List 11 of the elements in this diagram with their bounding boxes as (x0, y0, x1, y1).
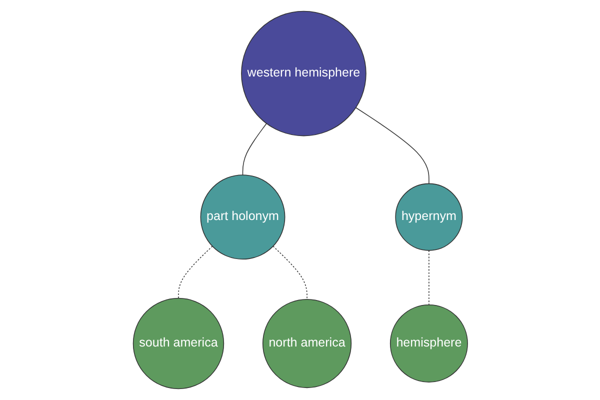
connector (355, 107, 429, 184)
node-circle: hypernym (394, 183, 462, 251)
connector (272, 246, 307, 300)
node-circle: north america (262, 298, 352, 388)
node-circle: part holonym (200, 174, 285, 260)
connector (428, 250, 429, 306)
node-circle: hemisphere (390, 304, 468, 382)
node-circle: western hemisphere (240, 10, 366, 136)
connector (178, 246, 212, 299)
connector (242, 123, 266, 176)
node-circle: south america (132, 298, 224, 390)
